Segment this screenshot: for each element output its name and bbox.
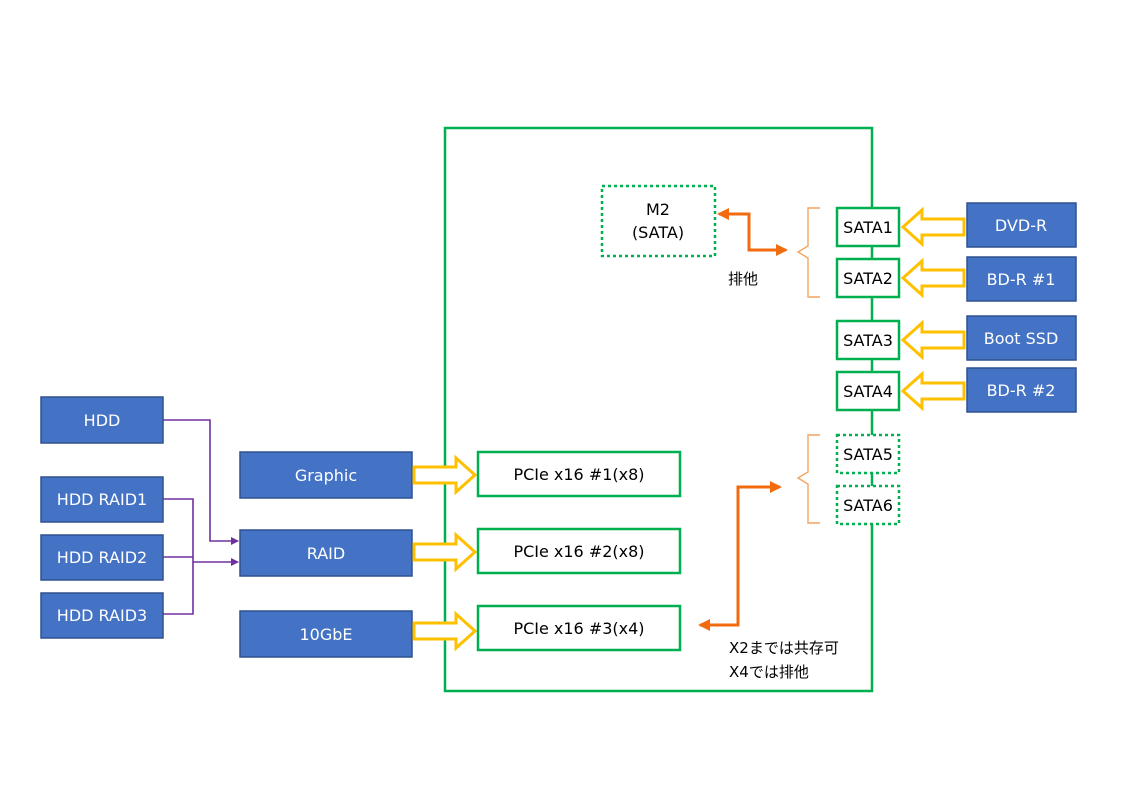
dvd-r-label: DVD-R	[995, 216, 1047, 235]
hdd-raid2-label: HDD RAID2	[57, 548, 147, 567]
dvd-r-to-sata1-arrow	[900, 206, 966, 248]
raid-to-pcie2-arrow	[412, 531, 478, 573]
hdd-box: HDD	[40, 396, 164, 444]
exclusive-label: 排他	[728, 270, 758, 288]
coexist-note-line2: X4では排他	[729, 663, 809, 681]
graphic-card-label: Graphic	[295, 466, 357, 485]
sata-port-1: SATA1	[835, 206, 901, 248]
tengbe-card-label: 10GbE	[299, 625, 352, 644]
pcie-slot-2: PCIe x16 #2(x8)	[476, 527, 682, 575]
bd-r1-to-sata2-arrow	[900, 257, 966, 299]
raid-card-box: RAID	[239, 529, 413, 577]
graphic-card-box: Graphic	[239, 451, 413, 499]
dvd-r-box: DVD-R	[966, 202, 1077, 248]
raid-links	[163, 419, 239, 615]
hdd-raid3-box: HDD RAID3	[40, 592, 164, 639]
sata-port-3: SATA3	[835, 319, 901, 361]
pcie-slot-3-label: PCIe x16 #3(x4)	[513, 619, 644, 638]
bd-r1-label: BD-R #1	[987, 270, 1056, 289]
raid-card-label: RAID	[307, 544, 345, 563]
boot-ssd-label: Boot SSD	[984, 329, 1059, 348]
pcie-slot-3: PCIe x16 #3(x4)	[476, 604, 682, 652]
bd-r1-box: BD-R #1	[966, 256, 1077, 302]
sata-port-3-label: SATA3	[843, 331, 893, 350]
sata-port-4-label: SATA4	[843, 382, 893, 401]
boot-ssd-box: Boot SSD	[966, 315, 1077, 361]
hdd-raid1-box: HDD RAID1	[40, 476, 164, 523]
m2-slot: M2 (SATA)	[600, 184, 717, 258]
sata-port-5-label: SATA5	[843, 445, 893, 464]
hdd-raid2-box: HDD RAID2	[40, 534, 164, 581]
coexist-note-line1: X2までは共存可	[729, 639, 839, 657]
sata-port-4: SATA4	[835, 370, 901, 412]
sata-port-5: SATA5	[835, 433, 901, 475]
graphic-to-pcie1-arrow	[412, 454, 478, 496]
m2-sata-exclusive-arrow	[717, 208, 788, 256]
pcie-slot-1-label: PCIe x16 #1(x8)	[513, 465, 644, 484]
boot-ssd-to-sata3-arrow	[900, 319, 966, 361]
hdd-raid3-label: HDD RAID3	[57, 606, 147, 625]
sata-port-6-label: SATA6	[843, 496, 893, 515]
sata-port-2-label: SATA2	[843, 269, 893, 288]
hdd-raid1-label: HDD RAID1	[57, 490, 147, 509]
sata-port-2: SATA2	[835, 257, 901, 299]
sata-port-6: SATA6	[835, 484, 901, 526]
tengbe-card-box: 10GbE	[239, 610, 413, 658]
sata56-brace	[796, 434, 820, 524]
sata12-brace	[796, 207, 820, 298]
bd-r2-to-sata4-arrow	[900, 370, 966, 412]
bd-r2-label: BD-R #2	[987, 381, 1056, 400]
hdd-label: HDD	[84, 411, 121, 430]
bd-r2-box: BD-R #2	[966, 367, 1077, 413]
pcie3-sata-exclusive-arrow	[698, 481, 782, 631]
m2-slot-label-line2: (SATA)	[632, 223, 684, 242]
pcie-slot-1: PCIe x16 #1(x8)	[476, 450, 682, 498]
m2-slot-label-line1: M2	[646, 200, 670, 219]
pcie-slot-2-label: PCIe x16 #2(x8)	[513, 542, 644, 561]
tengbe-to-pcie3-arrow	[412, 610, 478, 652]
sata-port-1-label: SATA1	[843, 218, 893, 237]
